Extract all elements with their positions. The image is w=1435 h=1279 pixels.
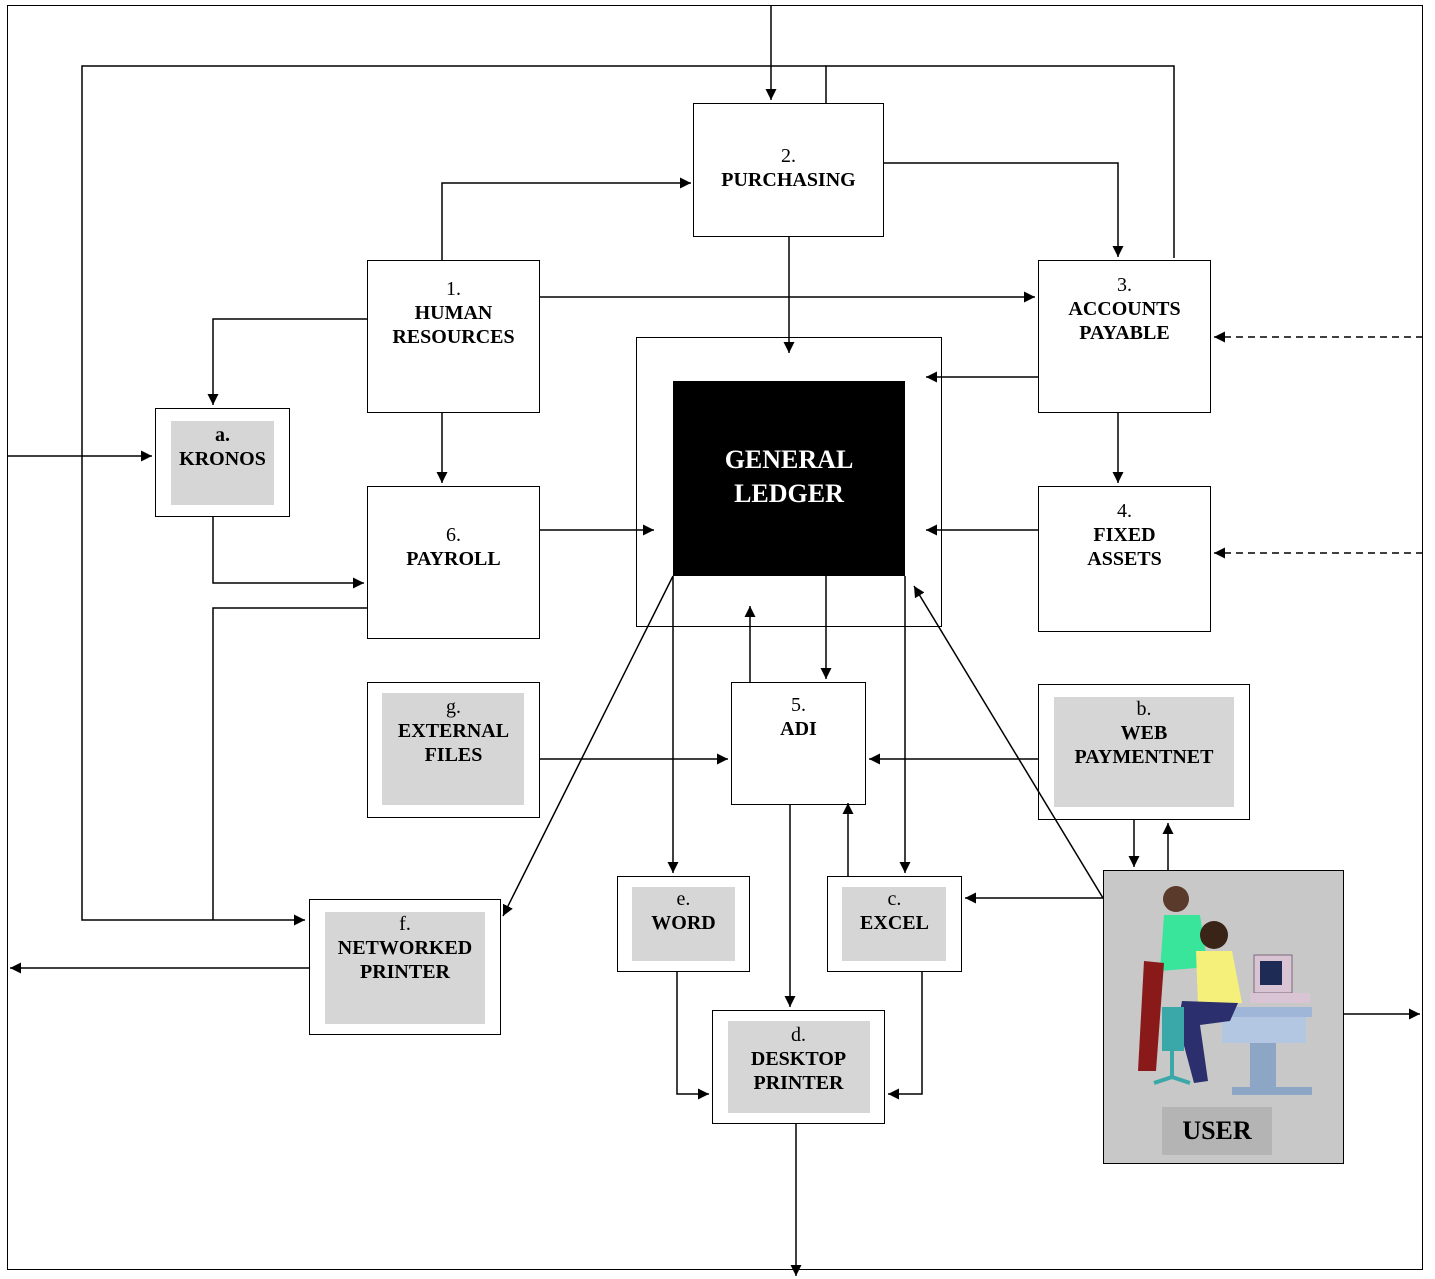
node-purchasing: 2. PURCHASING (693, 103, 884, 237)
node-adi: 5. ADI (731, 682, 866, 805)
node-label: EXTERNAL FILES (397, 720, 510, 766)
shade-panel (1054, 697, 1234, 807)
node-number: c. (887, 888, 902, 910)
diagram-frame (7, 5, 1423, 1270)
node-label: KRONOS (179, 448, 266, 470)
node-number: 3. (1117, 274, 1132, 296)
shade-panel (632, 887, 735, 961)
node-label: EXCEL (860, 912, 929, 934)
node-number: b. (1136, 698, 1152, 720)
node-kronos: a. KRONOS (155, 408, 290, 517)
node-label: FIXED ASSETS (1087, 524, 1162, 570)
node-networked-printer: f. NETWORKED PRINTER (309, 899, 501, 1035)
node-label: ADI (780, 718, 817, 740)
shade-panel (325, 912, 485, 1024)
node-label: ACCOUNTS PAYABLE (1068, 298, 1181, 344)
shade-panel (728, 1021, 870, 1113)
node-accounts-payable: 3. ACCOUNTS PAYABLE (1038, 260, 1211, 413)
node-number: e. (676, 888, 691, 910)
node-human-resources: 1. HUMAN RESOURCES (367, 260, 540, 413)
node-number: f. (399, 913, 411, 935)
node-label: HUMAN RESOURCES (392, 302, 515, 348)
node-user: USER (1103, 870, 1344, 1164)
shade-panel (382, 693, 524, 805)
shade-panel (842, 887, 946, 961)
node-number: d. (791, 1024, 806, 1046)
node-web-paymentnet: b. WEB PAYMENTNET (1038, 684, 1250, 820)
node-label: DESKTOP PRINTER (750, 1048, 847, 1094)
user-label: USER (1162, 1107, 1272, 1155)
node-desktop-printer: d. DESKTOP PRINTER (712, 1010, 885, 1124)
node-label: WEB PAYMENTNET (1074, 722, 1214, 768)
node-label: WORD (651, 912, 716, 934)
node-number: a. (215, 424, 230, 446)
node-external-files: g. EXTERNAL FILES (367, 682, 540, 818)
node-payroll: 6. PAYROLL (367, 486, 540, 639)
node-general-ledger: GENERAL LEDGER (673, 381, 905, 576)
node-label: GENERAL LEDGER (724, 445, 854, 508)
node-word: e. WORD (617, 876, 750, 972)
node-number: 6. (446, 524, 461, 546)
node-label: NETWORKED PRINTER (337, 937, 473, 983)
node-number: 1. (446, 278, 461, 300)
node-number: 5. (791, 694, 806, 716)
user-clipart-icon (1138, 886, 1312, 1095)
node-excel: c. EXCEL (827, 876, 962, 972)
node-number: 4. (1117, 500, 1132, 522)
node-label: PAYROLL (406, 548, 501, 570)
node-label: PURCHASING (721, 169, 856, 191)
node-number: g. (446, 696, 461, 718)
node-number: 2. (781, 145, 796, 167)
shade-panel (171, 421, 274, 505)
node-fixed-assets: 4. FIXED ASSETS (1038, 486, 1211, 632)
